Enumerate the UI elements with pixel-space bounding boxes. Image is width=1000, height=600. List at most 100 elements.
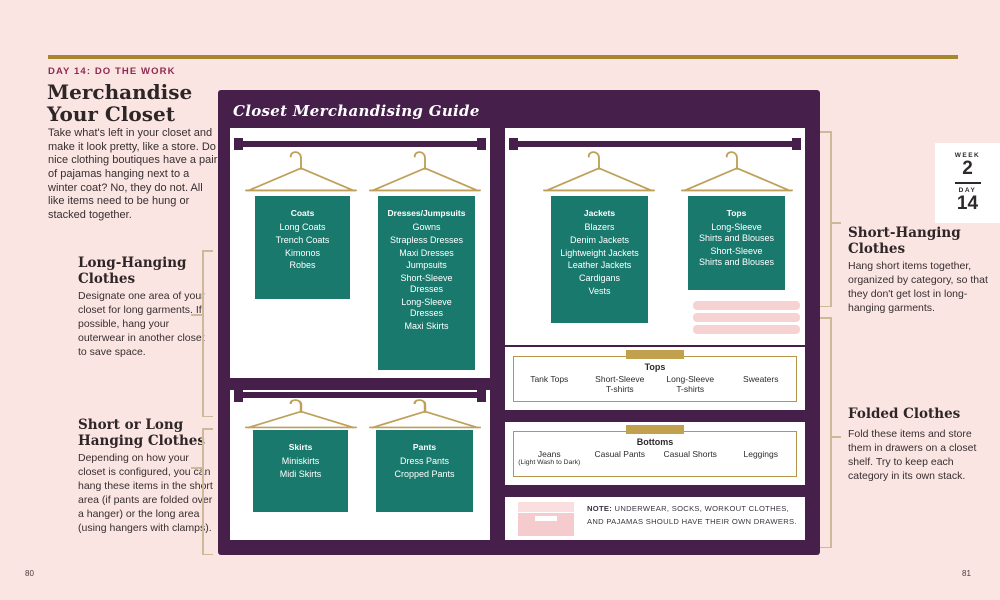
card-item: Midi Skirts: [279, 468, 322, 479]
card-item: Blazers: [584, 222, 615, 232]
card-item: Kimonos: [284, 247, 320, 258]
shelf-tab: [626, 350, 684, 359]
annotation-folded-body: Fold these items and store them in drawe…: [848, 428, 977, 483]
intro-paragraph: Take what's left in your closet and make…: [48, 127, 218, 221]
week-label: WEEK: [954, 152, 981, 159]
left-page-number: 80: [25, 569, 34, 578]
card-title: Skirts: [288, 442, 313, 452]
card-item: Long Coats: [279, 222, 326, 232]
card-title: Tops: [726, 208, 747, 218]
annotation-short-hanging-body: Hang short items together, organized by …: [848, 260, 988, 315]
card-item: Strapless Dresses: [389, 234, 464, 245]
annotation-short-hanging-title: Short-Hanging Clothes: [848, 225, 961, 257]
page-title: Merchandise Your Closet: [47, 80, 193, 126]
card-item: Miniskirts: [281, 456, 320, 466]
card-title: Coats: [290, 208, 315, 218]
card-title: Pants: [412, 442, 437, 452]
card-item: Short-Sleeve Shirts and Blouses: [698, 246, 775, 268]
folded-item: Casual Pants: [585, 449, 656, 466]
card-item: Gowns: [412, 222, 441, 232]
note-panel: NOTE: UNDERWEAR, SOCKS, WORKOUT CLOTHES,…: [505, 497, 805, 540]
hanger-icon: [245, 151, 357, 192]
diagram-title: Closet Merchandising Guide: [233, 102, 480, 120]
shelf-tab: [626, 425, 684, 434]
annotation-long-hanging-title: Long-Hanging Clothes: [78, 255, 187, 287]
folded-stack-bar: [693, 325, 800, 334]
folded-bottoms-panel: Bottoms Jeans(Light Wash to Dark) Casual …: [505, 422, 805, 485]
annotation-short-or-long-body: Depending on how your closet is configur…: [78, 452, 213, 535]
day-label: DAY: [958, 186, 977, 194]
day-value: 14: [956, 192, 979, 214]
card-item: Maxi Skirts: [404, 321, 449, 331]
rod-end-cap: [477, 138, 486, 150]
right-page-number: 81: [962, 569, 971, 578]
folded-item: Jeans(Light Wash to Dark): [514, 449, 585, 466]
closet-rod: [509, 141, 801, 147]
note-text: NOTE: UNDERWEAR, SOCKS, WORKOUT CLOTHES,…: [587, 504, 797, 527]
card-item: Leather Jackets: [567, 260, 632, 271]
rod-end-cap: [792, 138, 801, 150]
annotation-long-hanging-body: Designate one area of your closet for lo…: [78, 290, 205, 359]
card-title: Jackets: [583, 208, 616, 218]
folded-item: Casual Shorts: [655, 449, 726, 466]
folded-item: Long-Sleeve T-shirts: [655, 374, 726, 394]
card-item: Dress Pants: [399, 456, 450, 466]
folded-stack-bar: [693, 301, 800, 310]
folded-item: Tank Tops: [514, 374, 585, 394]
week-value: 2: [962, 158, 973, 179]
folded-item-label: Sweaters: [743, 374, 779, 384]
closet-rod: [234, 392, 486, 398]
week-day-tab: WEEK 2 DAY 14: [935, 143, 1000, 223]
drawer-icon: [518, 502, 574, 536]
folded-stack-bar: [693, 313, 800, 322]
card-item: Maxi Dresses: [399, 247, 454, 258]
folded-item-label: Casual Pants: [594, 449, 646, 459]
card-item: Trench Coats: [275, 234, 330, 245]
rod-end-cap: [234, 390, 243, 402]
card-item: Lightweight Jackets: [560, 247, 639, 258]
folded-section-title: Bottoms: [636, 437, 674, 447]
folded-item-label: Long-Sleeve T-shirts: [666, 374, 715, 395]
folded-section-title: Tops: [644, 362, 666, 372]
hanger-icon: [543, 151, 655, 192]
annotation-short-or-long-title: Short or Long Hanging Clothes: [78, 417, 205, 449]
card-item: Long-Sleeve Dresses: [401, 297, 452, 319]
hanger-icon: [369, 399, 481, 429]
folded-item-label: Casual Shorts: [663, 449, 717, 459]
folded-item-label: Jeans: [537, 449, 561, 459]
card-item: Jumpsuits: [406, 260, 447, 271]
card-item: Long-Sleeve Shirts and Blouses: [698, 222, 775, 244]
top-rule: [48, 55, 958, 59]
closet-rod: [234, 141, 486, 147]
card-item: Denim Jackets: [569, 234, 630, 245]
card-item: Short-Sleeve Dresses: [400, 273, 453, 295]
card-title: Dresses/Jumpsuits: [387, 208, 466, 218]
folded-items-row: Jeans(Light Wash to Dark) Casual Pants Cas…: [514, 449, 796, 466]
hanger-icon: [681, 151, 793, 192]
rod-end-cap: [509, 138, 518, 150]
card-item: Vests: [588, 285, 611, 296]
folded-item-note: (Light Wash to Dark): [518, 459, 581, 467]
folded-item-label: Leggings: [743, 449, 778, 459]
folded-item: Leggings: [726, 449, 797, 466]
folded-item: Short-Sleeve T-shirts: [585, 374, 656, 394]
page-kicker: DAY 14: DO THE WORK: [48, 66, 176, 77]
folded-item: Sweaters: [726, 374, 797, 394]
note-label: NOTE:: [587, 504, 613, 513]
folded-bottoms-box: Bottoms Jeans(Light Wash to Dark) Casual …: [513, 431, 797, 477]
hanger-icon: [369, 151, 481, 192]
